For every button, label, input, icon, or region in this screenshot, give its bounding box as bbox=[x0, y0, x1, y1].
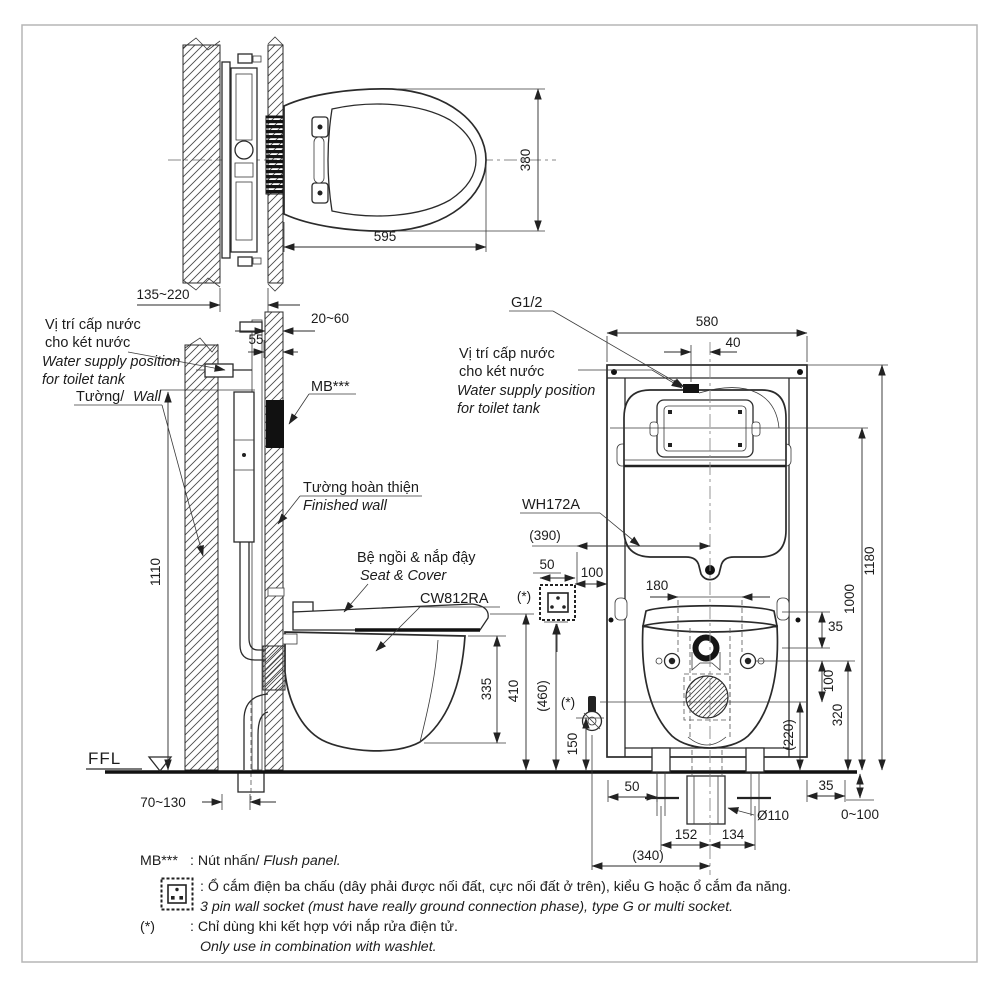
seat-label-en: Seat & Cover bbox=[360, 568, 447, 584]
plan-view: 380 595 135~220 bbox=[137, 36, 556, 312]
note-washlet-en: Only use in combination with washlet. bbox=[200, 939, 437, 955]
dim-50-socket: 50 bbox=[539, 557, 554, 572]
note-socket-en: 3 pin wall socket (must have really grou… bbox=[200, 899, 734, 915]
dim-50-leg: 50 bbox=[624, 779, 639, 794]
dim-180: 180 bbox=[646, 578, 669, 593]
dim-1000: 1000 bbox=[842, 584, 857, 614]
socket-asterisk: (*) bbox=[517, 589, 531, 604]
water-supply-front-vi1: Vị trí cấp nước bbox=[459, 346, 555, 362]
front-labels: G1/2 Vị trí cấp nước cho két nước Water … bbox=[457, 295, 685, 547]
dim-100-socket: 100 bbox=[581, 565, 604, 580]
front-witness-lines bbox=[576, 336, 888, 870]
water-supply-label-vi2: cho két nước bbox=[45, 335, 130, 351]
note-washlet-vi: : Chỉ dùng khi kết hợp với nắp rửa điện … bbox=[190, 919, 458, 935]
water-supply-front-en2: for toilet tank bbox=[457, 401, 541, 417]
water-supply-label-vi1: Vị trí cấp nước bbox=[45, 317, 141, 333]
drain-pipe bbox=[686, 775, 726, 825]
bowl-front bbox=[641, 604, 779, 775]
toilet-top-view bbox=[283, 88, 487, 232]
note-socket-vi: : Ổ cắm điện ba chấu (dây phải được nối … bbox=[200, 879, 792, 895]
front-dims: 580 40 (390) 50 100 (*) 180 (*) 150 35 1… bbox=[517, 314, 886, 870]
dim-drain-dia: Ø110 bbox=[757, 808, 789, 823]
socket-note-icon bbox=[160, 877, 194, 911]
flush-panel-plan bbox=[265, 115, 285, 195]
dim-40: 40 bbox=[725, 335, 740, 350]
dim-wall-range: 135~220 bbox=[137, 287, 190, 302]
note-flush-vi: : Nút nhấn/ bbox=[190, 853, 260, 869]
wall-label-vi: Tường/ bbox=[76, 389, 125, 405]
structural-wall-plan bbox=[182, 44, 221, 284]
dim-320: 320 bbox=[830, 704, 845, 727]
tank-model-label: WH172A bbox=[522, 497, 580, 513]
washlet-valve bbox=[581, 696, 603, 732]
dim-35-seat: 35 bbox=[828, 619, 843, 634]
dim-220: (220) bbox=[781, 719, 796, 751]
side-dims: 20~60 55 1110 70~130 335 410 (460) bbox=[140, 311, 568, 810]
tank-front bbox=[623, 384, 787, 581]
flush-panel-section bbox=[266, 400, 284, 448]
plan-dims: 380 595 135~220 bbox=[137, 88, 545, 312]
valve-asterisk: (*) bbox=[561, 695, 575, 710]
dim-150: 150 bbox=[565, 733, 580, 756]
dim-134: 134 bbox=[722, 827, 745, 842]
socket-icon bbox=[539, 584, 576, 652]
structural-wall-section bbox=[184, 344, 219, 771]
toilet-side-view bbox=[282, 601, 489, 752]
dim-top-width: 595 bbox=[374, 229, 397, 244]
water-supply-point bbox=[683, 384, 699, 393]
water-supply-label-en2: for toilet tank bbox=[42, 372, 126, 388]
note-flush-panel: MB*** : Nút nhấn/ Flush panel. bbox=[140, 853, 341, 869]
side-section-view: FFL 20~60 55 1110 70~130 335 410 bbox=[42, 311, 857, 810]
dim-152: 152 bbox=[675, 827, 698, 842]
dim-340: (340) bbox=[632, 848, 664, 863]
ffl-label: FFL bbox=[88, 749, 121, 768]
note-washlet: (*) : Chỉ dùng khi kết hợp với nắp rửa đi… bbox=[140, 919, 458, 935]
seat-label-vi: Bệ ngồi & nắp đậy bbox=[357, 549, 476, 566]
dim-top-depth: 380 bbox=[518, 149, 533, 172]
flush-panel-label: MB*** bbox=[311, 379, 350, 395]
seat-model-label: CW812RA bbox=[420, 591, 489, 607]
dim-55: 55 bbox=[248, 332, 263, 347]
dim-410: 410 bbox=[506, 680, 521, 703]
dim-390: (390) bbox=[529, 528, 561, 543]
frame-legs bbox=[645, 747, 771, 816]
dim-drain-range: 70~130 bbox=[140, 795, 185, 810]
dim-finish-range: 20~60 bbox=[311, 311, 349, 326]
water-supply-front-vi2: cho két nước bbox=[459, 364, 544, 380]
tank-plan bbox=[221, 53, 262, 267]
page-border bbox=[21, 24, 978, 963]
wall-label-en: Wall bbox=[133, 389, 162, 405]
note-flush-en: Flush panel. bbox=[263, 853, 341, 869]
dim-1180: 1180 bbox=[862, 546, 877, 575]
dim-335: 335 bbox=[479, 678, 494, 701]
dim-floor-range: 0~100 bbox=[841, 807, 879, 822]
dim-35-floor: 35 bbox=[818, 778, 833, 793]
dim-frame-width: 580 bbox=[696, 314, 719, 329]
finished-wall-label-vi: Tường hoàn thiện bbox=[303, 480, 419, 496]
supply-thread-label: G1/2 bbox=[511, 295, 542, 311]
dim-460: (460) bbox=[535, 680, 550, 712]
front-view: 580 40 (390) 50 100 (*) 180 (*) 150 35 1… bbox=[457, 295, 888, 875]
finished-wall-section bbox=[264, 311, 284, 771]
dim-100-bolt: 100 bbox=[821, 670, 836, 693]
water-supply-label-en1: Water supply position bbox=[42, 354, 180, 370]
side-labels: Vị trí cấp nước cho két nước Water suppl… bbox=[42, 317, 500, 652]
note-flush-key: MB*** bbox=[140, 853, 178, 869]
water-supply-front-en1: Water supply position bbox=[457, 383, 595, 399]
finished-wall-label-en: Finished wall bbox=[303, 498, 388, 514]
dim-1110: 1110 bbox=[148, 558, 163, 586]
note-washlet-key: (*) bbox=[140, 919, 155, 935]
